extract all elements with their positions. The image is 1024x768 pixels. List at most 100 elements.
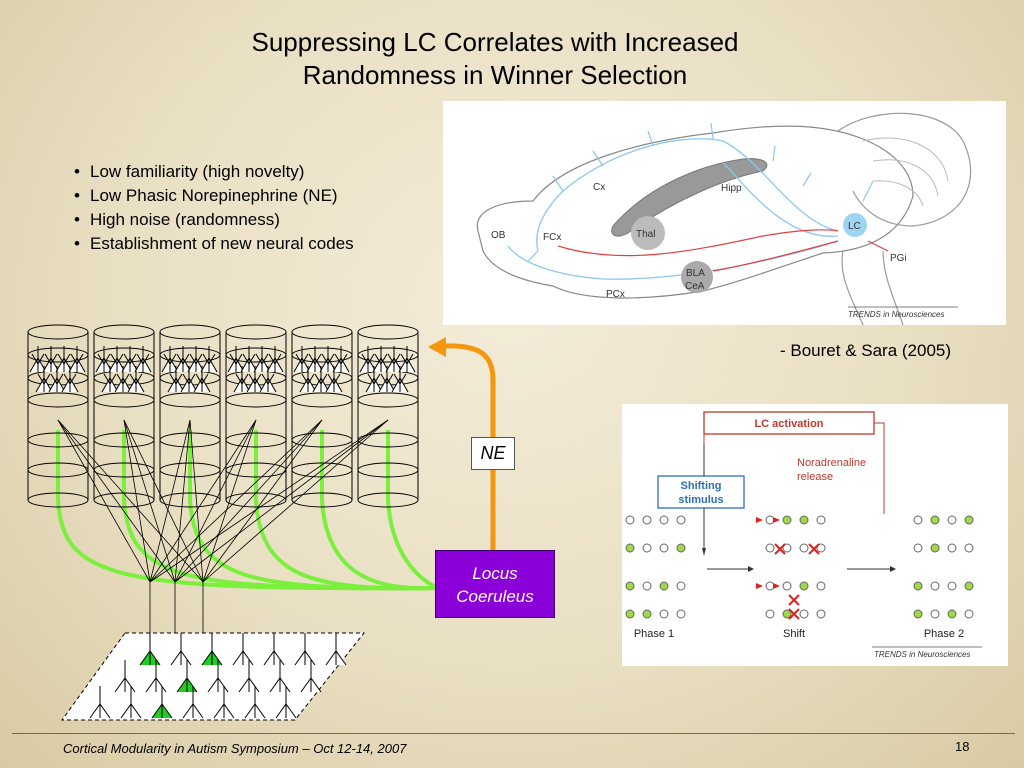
pyramidal-neuron bbox=[29, 346, 47, 373]
sheet-neurons bbox=[89, 633, 347, 719]
label-pcx: PCx bbox=[606, 289, 625, 300]
brain-outline bbox=[476, 125, 914, 299]
projection-line bbox=[320, 430, 436, 591]
active-neuron bbox=[139, 633, 161, 666]
label-cx: Cx bbox=[593, 182, 605, 193]
bla-cea-nucleus bbox=[681, 261, 713, 293]
column-layer bbox=[93, 432, 155, 448]
lc-activation-connector bbox=[703, 422, 885, 514]
neuron-dot bbox=[642, 515, 652, 525]
shifting-stimulus-box bbox=[657, 475, 745, 509]
ne-release-arrow bbox=[756, 517, 763, 523]
pyramidal-neuron bbox=[332, 346, 350, 373]
sheet-neuron bbox=[114, 660, 136, 693]
column-layer bbox=[357, 492, 419, 508]
neuron-dot bbox=[930, 609, 940, 619]
neuron-dot bbox=[930, 581, 940, 591]
neuron-dot bbox=[964, 515, 974, 525]
neuron-dot bbox=[625, 515, 635, 525]
column-layer bbox=[291, 324, 353, 340]
pyramidal-neuron bbox=[108, 346, 126, 373]
neuron-dot bbox=[964, 543, 974, 553]
column-layer bbox=[357, 462, 419, 478]
bullet-list: Low familiarity (high novelty) Low Phasi… bbox=[72, 160, 354, 256]
ne-label: NE bbox=[480, 443, 506, 463]
sheet-neuron bbox=[269, 660, 291, 693]
neuron-dot bbox=[642, 543, 652, 553]
wire-line bbox=[174, 419, 323, 583]
pyramidal-neuron bbox=[180, 366, 198, 393]
column-layer bbox=[225, 324, 287, 340]
noradrenaline-label-1: Noradrenaline bbox=[797, 457, 866, 469]
lc-label-line-1: Locus bbox=[472, 564, 518, 583]
sheet-neuron bbox=[244, 686, 266, 719]
inhibit-mark bbox=[808, 543, 820, 555]
slide-title: Suppressing LC Correlates with Increased… bbox=[170, 26, 820, 92]
neuron-dot bbox=[913, 543, 923, 553]
red-projection bbox=[712, 240, 839, 272]
sheet-neuron bbox=[300, 660, 322, 693]
brain-diagram: OB FCx Cx Hipp Thal BLA CeA PCx LC PGi T… bbox=[476, 112, 972, 326]
column-layer bbox=[159, 347, 221, 363]
ne-arrow bbox=[444, 343, 496, 550]
label-lc: LC bbox=[848, 221, 861, 232]
pyramidal-neuron bbox=[167, 366, 185, 393]
label-cea: CeA bbox=[685, 281, 705, 292]
pyramidal-neuron bbox=[246, 366, 264, 393]
ne-release-arrow bbox=[773, 517, 780, 523]
label-hipp: Hipp bbox=[721, 183, 742, 194]
neuron-dot bbox=[676, 543, 686, 553]
cortical-columns bbox=[27, 324, 419, 508]
pyramidal-neuron bbox=[266, 346, 284, 373]
neuron-dot bbox=[947, 515, 957, 525]
sheet-neuron bbox=[120, 686, 142, 719]
pyramidal-neuron bbox=[121, 346, 139, 373]
neuron-dot bbox=[947, 543, 957, 553]
pyramidal-neuron bbox=[48, 366, 66, 393]
arrowhead bbox=[890, 566, 896, 572]
neuron-dot bbox=[782, 581, 792, 591]
wire-line bbox=[123, 419, 151, 583]
column-layer bbox=[291, 462, 353, 478]
blue-projection bbox=[536, 138, 839, 252]
pyramidal-neuron bbox=[193, 366, 211, 393]
column-layer bbox=[225, 462, 287, 478]
neuron-dot bbox=[625, 581, 635, 591]
phase1-label: Phase 1 bbox=[634, 628, 674, 640]
neuron-dot bbox=[799, 543, 809, 553]
neuron-dot-grids bbox=[625, 515, 974, 620]
pyramidal-neuron bbox=[134, 346, 152, 373]
neuron-dot bbox=[659, 609, 669, 619]
neuron-dot bbox=[642, 609, 652, 619]
column-layer bbox=[357, 347, 419, 363]
bullet-item: Establishment of new neural codes bbox=[72, 232, 354, 256]
neuron-dot bbox=[913, 581, 923, 591]
wire-line bbox=[202, 419, 257, 583]
column-layer bbox=[291, 392, 353, 408]
blue-projection-branches bbox=[527, 122, 874, 262]
column-layer bbox=[93, 392, 155, 408]
column-layer bbox=[27, 392, 89, 408]
locus-coeruleus-box: Locus Coeruleus bbox=[435, 550, 555, 618]
neuron-dot bbox=[930, 543, 940, 553]
neuron-dot bbox=[816, 581, 826, 591]
sheet-neuron bbox=[89, 686, 111, 719]
wire-line bbox=[189, 419, 204, 583]
column-layer bbox=[93, 347, 155, 363]
shift-figure-credit: TRENDS in Neurosciences bbox=[874, 650, 970, 659]
lc-nucleus bbox=[843, 213, 867, 237]
pyramidal-neuron bbox=[312, 366, 330, 393]
footer-text: Cortical Modularity in Autism Symposium … bbox=[63, 741, 407, 756]
pyramidal-neuron bbox=[161, 346, 179, 373]
pyramidal-neuron bbox=[200, 346, 218, 373]
neural-sheet bbox=[61, 632, 366, 721]
wire-line bbox=[57, 419, 151, 583]
citation: - Bouret & Sara (2005) bbox=[780, 341, 952, 360]
sheet-neuron bbox=[263, 633, 285, 666]
pyramidal-neuron bbox=[127, 366, 145, 393]
wire-line bbox=[174, 419, 191, 583]
label-fcx: FCx bbox=[543, 232, 561, 243]
neuron-dot bbox=[913, 515, 923, 525]
neuron-dot bbox=[913, 609, 923, 619]
shift-diagram: LC activation Noradrenaline release Shif… bbox=[625, 411, 982, 659]
